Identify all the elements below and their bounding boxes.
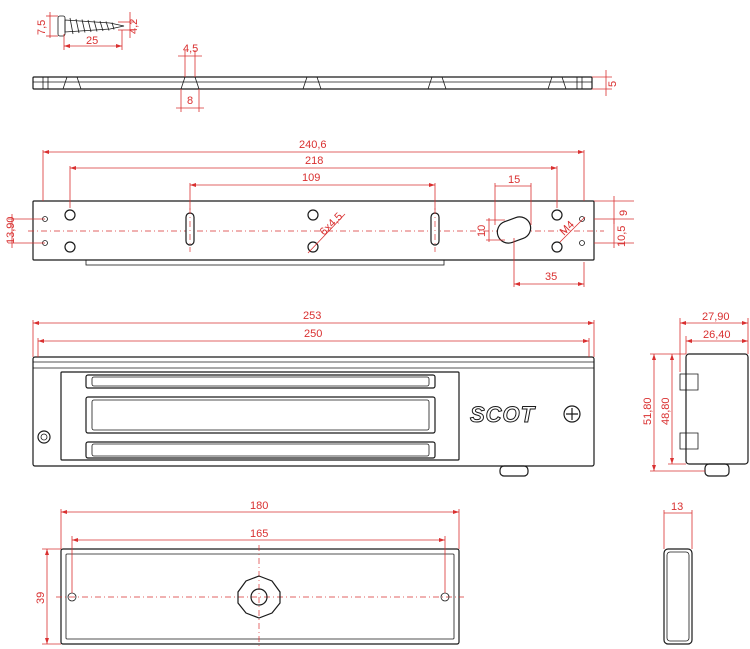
plate-oval-hole — [496, 216, 532, 244]
dim-side-height-total: 51,80 — [642, 397, 654, 425]
plate-hole — [307, 241, 319, 253]
bracket-side-view: 4,5 8 5 — [32, 43, 619, 112]
dim-plate-oval-offset: 35 — [545, 271, 557, 283]
label-plate-screws: 6x4,5 — [318, 211, 346, 239]
plate-lip — [85, 259, 445, 266]
screw-icon — [563, 405, 581, 423]
bracket-notches — [62, 76, 567, 90]
dim-bracket-thickness: 5 — [607, 81, 619, 87]
dim-screw-length: 25 — [86, 35, 98, 47]
screw-view: 7,5 25 4,2 — [36, 12, 140, 50]
magnet-core — [60, 371, 460, 461]
dim-bracket-slot-base: 8 — [187, 95, 193, 107]
dim-screw-head: 7,5 — [36, 20, 48, 35]
magnet-housing — [32, 356, 595, 467]
dim-armature-holes: 165 — [250, 528, 268, 540]
dim-armature-thickness: 13 — [671, 501, 683, 513]
dim-armature-length: 180 — [250, 500, 268, 512]
magnet-front-view: SCOT 253 250 — [32, 310, 595, 477]
mounting-plate-view: 240,6 218 109 15 6x4,5 M4 10 35 — [5, 139, 634, 287]
screw-shank — [64, 19, 125, 33]
armature-side-view: 13 — [663, 501, 693, 645]
dim-screw-dia: 4,2 — [128, 19, 140, 34]
armature-side — [663, 548, 693, 645]
plate-hole — [64, 241, 76, 253]
bracket-bar — [32, 76, 593, 90]
armature-nut — [237, 575, 281, 619]
dim-armature-height: 39 — [35, 592, 47, 604]
dim-plate-width: 13,90 — [5, 216, 17, 244]
side-housing — [685, 353, 749, 465]
plate-hole — [307, 209, 319, 221]
armature-plate — [60, 548, 460, 645]
dim-plate-holes: 218 — [305, 155, 323, 167]
dim-plate-top-offset: 9 — [618, 210, 630, 216]
magnet-side-view: 27,90 26,40 51,80 48,80 — [642, 311, 749, 477]
plate-hole — [551, 209, 563, 221]
screw-head — [57, 15, 66, 37]
plate-hole — [64, 209, 76, 221]
plate-hole — [551, 241, 563, 253]
armature-front-view: 180 165 39 — [35, 500, 464, 649]
magnet-led — [37, 430, 51, 444]
dim-side-depth-total: 27,90 — [702, 311, 730, 323]
dim-magnet-overall: 253 — [303, 310, 321, 322]
label-plate-thread: M4 — [558, 219, 577, 238]
dim-magnet-body: 250 — [304, 328, 322, 340]
dim-plate-overall: 240,6 — [299, 139, 327, 151]
dim-plate-hole-offset: 10,5 — [616, 226, 628, 247]
brand-logo: SCOT — [470, 402, 536, 427]
dim-side-depth-body: 26,40 — [703, 329, 731, 341]
screw-thread — [69, 17, 115, 35]
dim-plate-oval-height: 10 — [476, 225, 488, 237]
dim-plate-oval: 15 — [508, 174, 520, 186]
dim-bracket-slot-width: 4,5 — [183, 43, 198, 55]
dim-side-height-body: 48,80 — [660, 397, 672, 425]
dim-plate-slots: 109 — [302, 172, 320, 184]
